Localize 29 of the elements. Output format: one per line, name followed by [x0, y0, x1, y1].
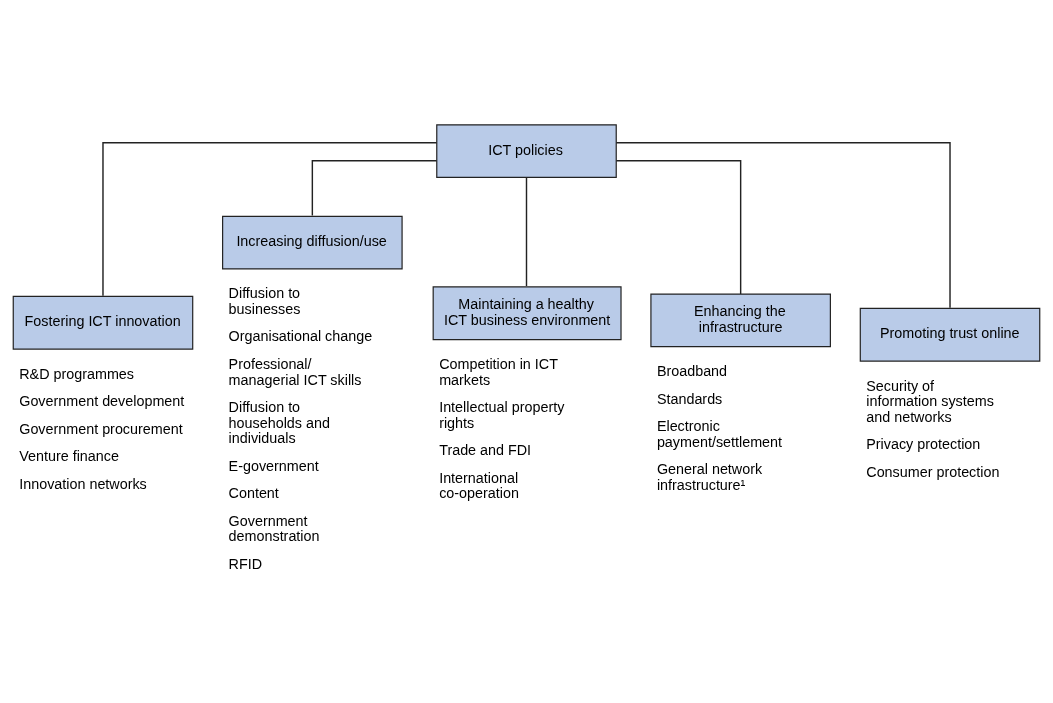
- node-label: Organisational change: [228, 328, 373, 345]
- node-label: Government development: [19, 393, 185, 410]
- node-label: Diffusion to businesses: [228, 285, 301, 317]
- node-label: Security of information systems and networks: [866, 377, 994, 425]
- connector: [311, 159, 438, 217]
- node-label: Trade and FDI: [439, 442, 532, 459]
- node-label: Privacy protection: [866, 436, 981, 453]
- node-label: Diffusion to households and individuals: [228, 399, 330, 447]
- node-label: Government demonstration: [228, 512, 320, 545]
- node-label: Standards: [656, 390, 723, 407]
- node-label: Government procurement: [19, 420, 183, 437]
- node-label: Professional/ managerial ICT skills: [228, 355, 362, 388]
- connector: [525, 177, 528, 287]
- node-label: Venture finance: [19, 448, 119, 465]
- node-label: Intellectual property rights: [439, 399, 565, 431]
- node-label: General network infrastructure¹: [656, 461, 763, 493]
- node-label: E-government: [228, 457, 319, 474]
- connector: [102, 142, 438, 297]
- node-label: International co-operation: [439, 469, 519, 502]
- node-label: Electronic payment/settlement: [656, 418, 783, 450]
- node-label: Innovation networks: [19, 475, 147, 492]
- node-label: Consumer protection: [866, 463, 1000, 480]
- node-label: RFID: [228, 555, 263, 572]
- node-label: R&D programmes: [19, 365, 135, 382]
- node-label: Broadband: [656, 363, 728, 380]
- node-label: Content: [228, 485, 279, 502]
- connector: [615, 142, 951, 309]
- connector: [615, 159, 742, 295]
- node-label: Competition in ICT markets: [439, 355, 558, 388]
